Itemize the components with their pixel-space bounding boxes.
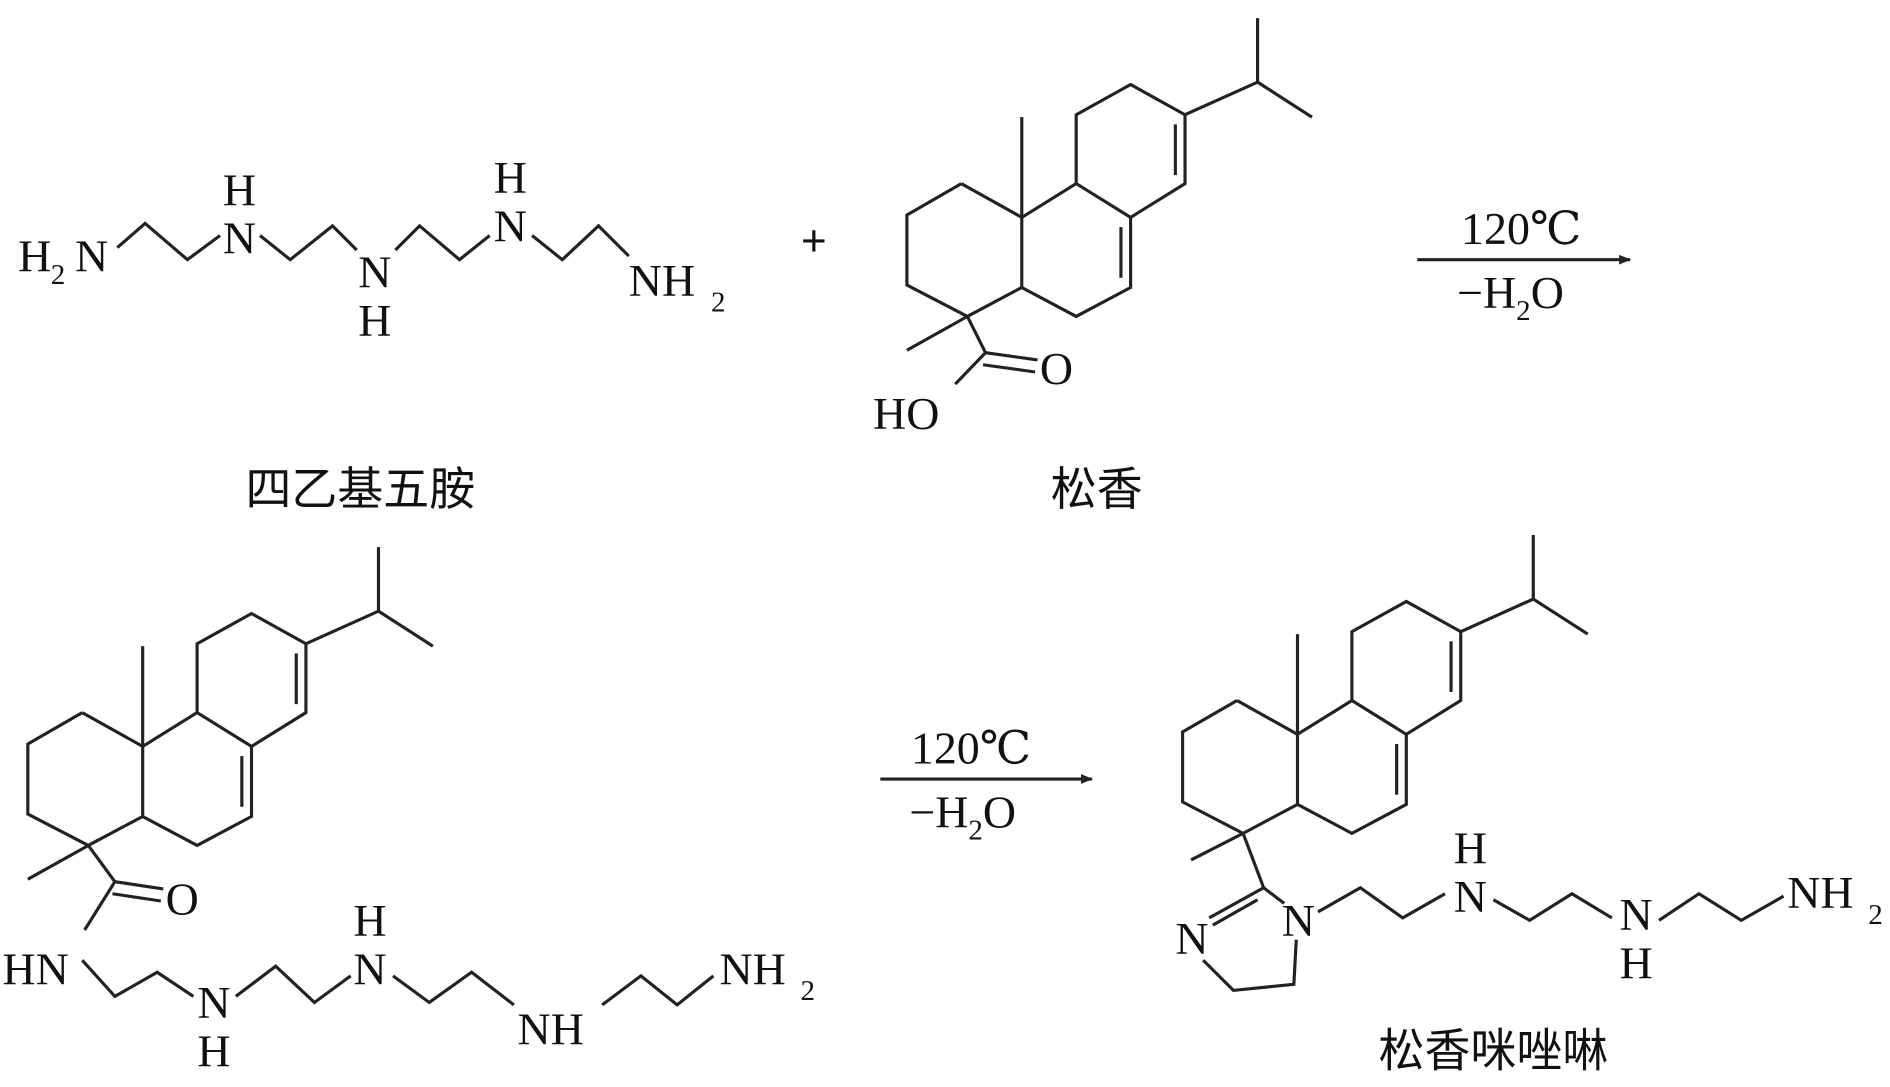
product-label: 松香咪唑啉 xyxy=(1379,1023,1609,1077)
condition-temperature: 120℃ xyxy=(911,722,1031,773)
condition-temperature: 120℃ xyxy=(1461,203,1581,254)
atom-nh: NH xyxy=(518,1004,584,1055)
atom-nh: NH xyxy=(629,255,695,306)
atom-n: N xyxy=(1282,895,1315,946)
rosin-structure: O HO 松香 xyxy=(873,16,1314,516)
rosin-label: 松香 xyxy=(1051,462,1143,516)
reaction-arrow-1: 120℃ −H2O xyxy=(1417,203,1632,327)
bond-chain xyxy=(531,223,630,262)
subscript: 2 xyxy=(1868,899,1883,931)
atom-n: N xyxy=(353,943,386,994)
atom-nh: NH xyxy=(1787,867,1853,918)
condition-water: −H2O xyxy=(1457,267,1564,327)
atom-h: H xyxy=(353,895,386,946)
bond-chain xyxy=(258,223,358,262)
subscript: 2 xyxy=(51,259,66,291)
atom-n: N xyxy=(1175,913,1208,964)
atom-n: N xyxy=(1619,889,1652,940)
atom-h: H xyxy=(18,231,51,282)
atom-o: O xyxy=(166,873,199,924)
reaction-arrow-2: 120℃ −H2O xyxy=(880,722,1094,846)
atom-n: N xyxy=(197,977,230,1028)
atom-n: N xyxy=(223,213,256,264)
atom-h: H xyxy=(358,295,391,346)
tetraethylenepentamine-structure: H 2 N N H N H N H NH 2 四乙基五胺 xyxy=(18,152,725,516)
atom-n: N xyxy=(75,231,108,282)
atom-h: H xyxy=(494,152,527,203)
subscript: 2 xyxy=(800,975,815,1007)
bond-chain xyxy=(394,223,491,262)
atom-h: H xyxy=(1619,937,1652,988)
atom-hn: HN xyxy=(2,943,68,994)
atom-n: N xyxy=(494,201,527,252)
atom-nh: NH xyxy=(719,943,785,994)
atom-n: N xyxy=(1454,871,1487,922)
atom-h: H xyxy=(197,1025,230,1076)
atom-h: H xyxy=(1454,823,1487,874)
atom-h: H xyxy=(223,164,256,215)
atom-ho: HO xyxy=(873,388,939,439)
atom-n: N xyxy=(358,246,391,297)
condition-water: −H2O xyxy=(909,786,1016,846)
rosin-imidazoline-structure: N N N H N H NH 2 松香咪唑啉 xyxy=(1175,533,1883,1077)
amine-label: 四乙基五胺 xyxy=(246,462,476,516)
atom-o: O xyxy=(1040,343,1073,394)
plus-sign: + xyxy=(801,215,827,266)
amide-intermediate-structure: O HN N H N H NH NH 2 xyxy=(2,545,815,1076)
bond-chain xyxy=(116,221,222,262)
subscript: 2 xyxy=(711,287,726,319)
